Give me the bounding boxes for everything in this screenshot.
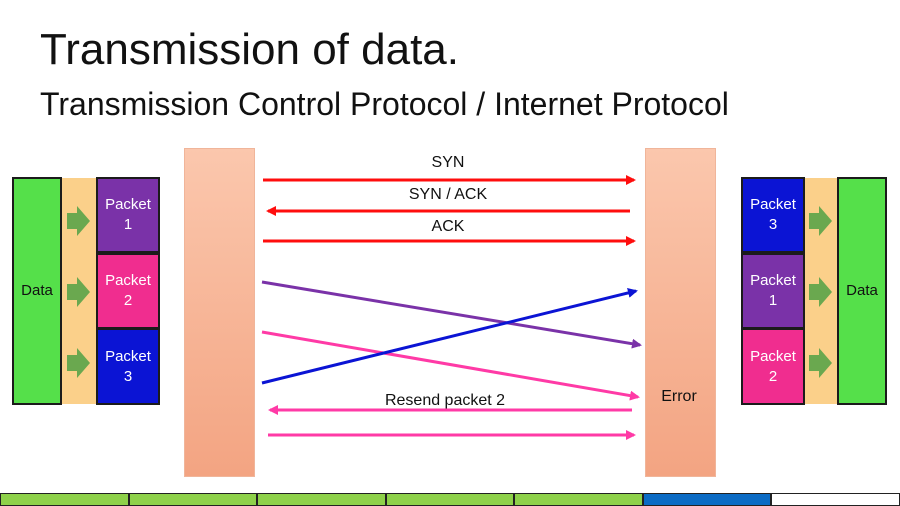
receiver-packet-3-label: Packet 3	[750, 196, 796, 233]
receiver-flow-arrows	[809, 206, 832, 378]
progress-segment	[0, 493, 129, 506]
syn-label: SYN	[431, 154, 465, 171]
slide-title: Transmission of data.	[40, 25, 459, 74]
resend-label: Resend packet 2	[384, 392, 506, 409]
flow-arrow-icon	[67, 206, 90, 236]
receiver-packet-1: Packet 1	[741, 253, 805, 329]
error-label: Error	[661, 388, 697, 405]
packet-2-arrow	[261, 330, 640, 401]
sender-packet-3: Packet 3	[96, 328, 160, 405]
flow-arrow-icon	[67, 277, 90, 307]
flow-arrow-icon	[809, 206, 832, 236]
sender-packet-3-label: Packet 3	[105, 347, 151, 385]
progress-segment	[128, 493, 258, 506]
sender-packet-1-label: Packet 1	[105, 196, 151, 233]
slide-subtitle: Transmission Control Protocol / Internet…	[40, 86, 729, 122]
sender-host-column	[184, 148, 255, 477]
sender-packet-1: Packet 1	[96, 177, 160, 253]
sender-packet-2-label: Packet 2	[105, 272, 151, 309]
slide-progress-bar	[0, 493, 900, 506]
sender-flow-arrows	[67, 206, 90, 378]
flow-arrow-icon	[809, 348, 832, 378]
packet-1-arrow	[261, 280, 642, 349]
receiver-data-label: Data	[846, 282, 878, 299]
progress-segment	[514, 493, 643, 506]
progress-segment	[771, 493, 900, 506]
flow-arrow-icon	[67, 348, 90, 378]
progress-segment	[385, 493, 515, 506]
sender-data-label: Data	[21, 282, 53, 299]
receiver-data-box: Data	[837, 177, 887, 405]
flow-arrow-icon	[809, 277, 832, 307]
syn-ack-label: SYN / ACK	[408, 186, 488, 203]
packet-3-arrow	[261, 288, 638, 385]
ack-label: ACK	[431, 218, 465, 235]
progress-segment	[642, 493, 772, 506]
receiver-packet-2: Packet 2	[741, 328, 805, 405]
sender-packet-2: Packet 2	[96, 253, 160, 329]
sender-data-box: Data	[12, 177, 62, 405]
receiver-host-column	[645, 148, 716, 477]
receiver-packet-3: Packet 3	[741, 177, 805, 253]
progress-segment	[257, 493, 386, 506]
receiver-packet-1-label: Packet 1	[750, 272, 796, 309]
receiver-packet-2-label: Packet 2	[750, 347, 796, 385]
